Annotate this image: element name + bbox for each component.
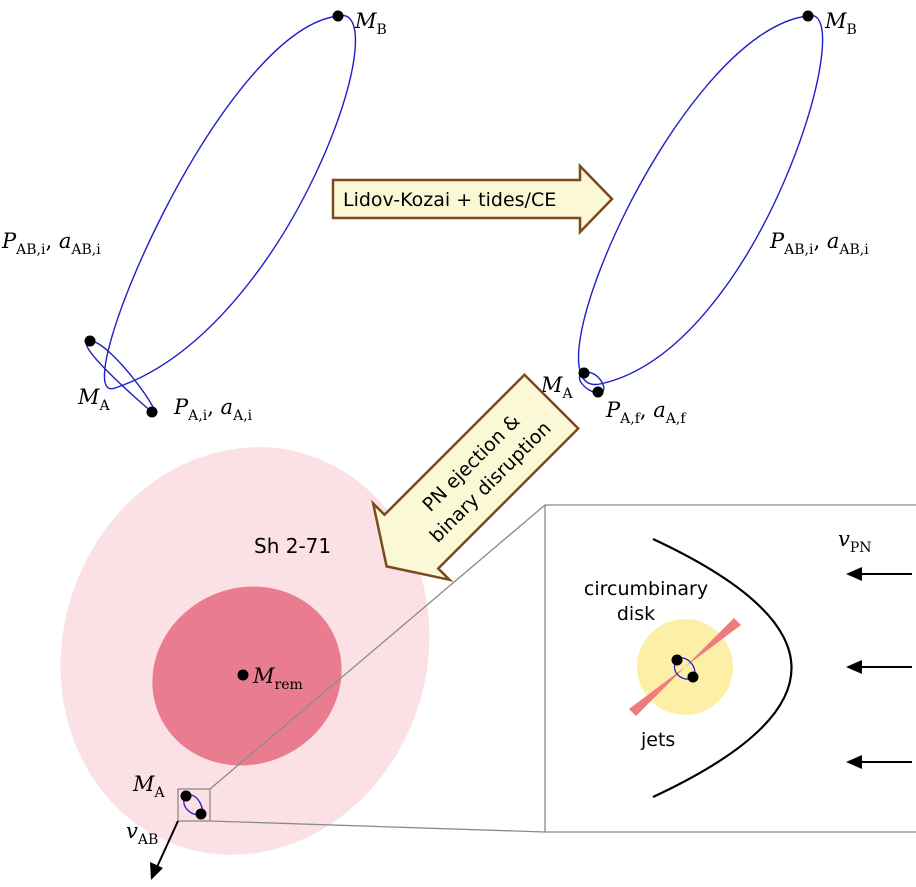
outer-orbit-final [577,15,824,385]
velocity-arrow-shaft [156,820,179,868]
label-vpn: vPN [838,527,872,556]
star-a1-inset [671,654,683,666]
star-mb-final [802,10,814,22]
flow-arrow-3-head [846,755,862,769]
jets-label: jets [640,729,675,751]
arrow-pn-ejection-shape [371,372,581,582]
star-a1-small [180,790,192,802]
star-a1-final [578,367,590,379]
nebula-sh2-71: Sh 2-71 Mrem [60,447,430,855]
zoom-box [177,788,211,822]
jet-upper [685,618,741,667]
zoom-source: MA vAB [126,504,546,880]
star-a2-inset [687,671,699,683]
star-a2-initial [146,406,158,418]
disk-label-line1: circumbinary [584,578,708,600]
label-pa-final: PA,f, aA,f [605,398,687,427]
label-ma-final: MA [540,373,574,402]
star-mb-initial [332,10,344,22]
disk-label-line2: disk [617,603,655,625]
panel-final-orbits: MB PAB,i, aAB,i MA PA,f, aA,f [540,9,869,427]
arrow-lidov-kozai-label: Lidov-Kozai + tides/CE [343,189,556,211]
zoom-line-bottom [209,820,546,833]
star-remnant [237,669,249,681]
label-mrem: Mrem [252,664,303,693]
label-pab-initial: PAB,i, aAB,i [1,229,101,258]
label-pa-initial: PA,i, aA,i [173,395,253,424]
star-a1-initial [84,335,96,347]
inset-panel: circumbinary disk jets vPN [544,504,916,833]
velocity-arrow-head [150,862,163,880]
inset-border [544,504,916,833]
star-a2-final [592,386,604,398]
arrow-lidov-kozai-shape [331,162,614,236]
jet-lower [629,667,685,716]
label-pab-final: PAB,i, aAB,i [769,229,869,258]
outer-orbit-initial [103,15,357,390]
flow-arrow-2-head [846,660,862,674]
panel-initial-orbits: MB PAB,i, aAB,i MA PA,i, aA,i [1,9,387,424]
bow-shock [652,538,793,798]
label-vab: vAB [126,819,158,848]
flow-arrow-1-head [846,567,862,581]
label-mb-final: MB [824,9,857,38]
arrow-lidov-kozai: Lidov-Kozai + tides/CE [331,162,614,236]
zoom-line-top [209,504,546,790]
label-ma-initial: MA [77,385,111,414]
nebula-name: Sh 2-71 [254,534,331,558]
label-ma-small: MA [132,772,166,801]
label-mb-initial: MB [354,9,387,38]
star-a2-small [195,808,207,820]
